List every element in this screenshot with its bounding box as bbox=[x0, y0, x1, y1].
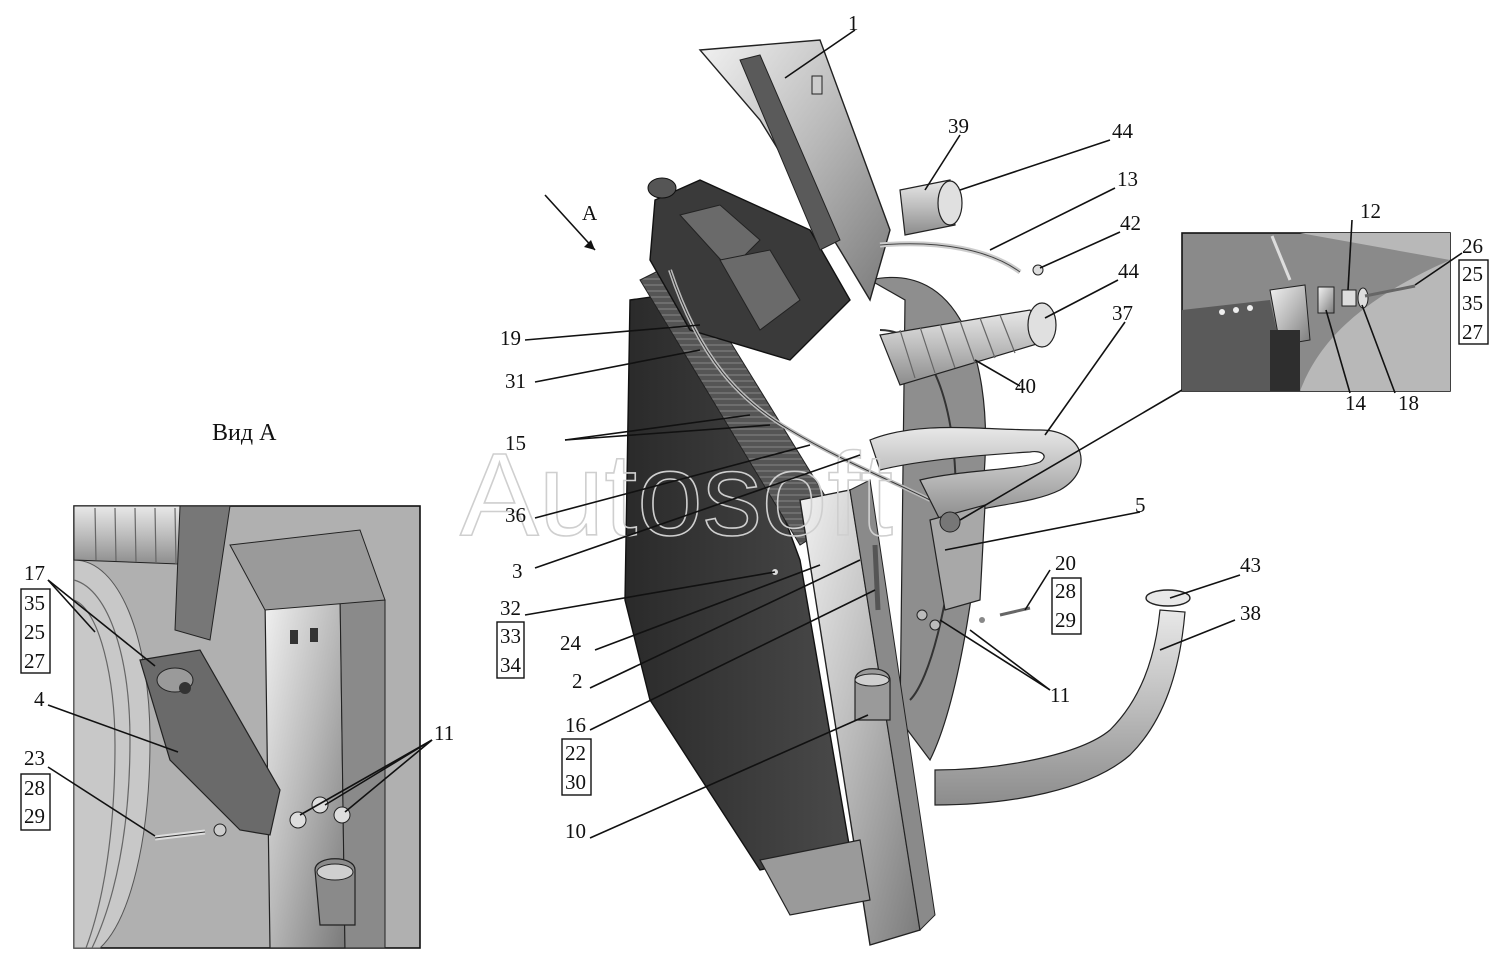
inset-callout-25: 25 bbox=[1462, 262, 1483, 286]
callout-42: 42 bbox=[1120, 211, 1141, 235]
callout-31: 31 bbox=[505, 369, 526, 393]
callout-33: 33 bbox=[500, 624, 521, 648]
view-a-callout-27: 27 bbox=[24, 649, 45, 673]
callout-11-main: 11 bbox=[1050, 683, 1070, 707]
view-a-callout-box-23 bbox=[20, 773, 51, 831]
callout-32: 32 bbox=[500, 596, 521, 620]
inset-callout-12: 12 bbox=[1360, 199, 1381, 223]
callout-38: 38 bbox=[1240, 601, 1261, 625]
watermark-text: Autosoft bbox=[460, 429, 893, 561]
callout-box-16 bbox=[561, 738, 592, 796]
callout-19: 19 bbox=[500, 326, 521, 350]
callout-box-20 bbox=[1051, 577, 1082, 635]
view-a-callout-17: 17 bbox=[24, 561, 45, 585]
callout-13: 13 bbox=[1117, 167, 1138, 191]
callout-30: 30 bbox=[565, 770, 586, 794]
view-a-callout-35: 35 bbox=[24, 591, 45, 615]
callout-box-32 bbox=[496, 621, 525, 679]
view-a-callout-28: 28 bbox=[24, 776, 45, 800]
callout-24: 24 bbox=[560, 631, 582, 655]
callout-34: 34 bbox=[500, 653, 522, 677]
callout-labels: 1 39 44 13 42 44 37 40 19 31 15 36 3 5 2… bbox=[496, 11, 1261, 843]
callout-2: 2 bbox=[572, 669, 583, 693]
view-a-callout-4: 4 bbox=[34, 687, 45, 711]
view-a-title: Вид А bbox=[212, 420, 277, 446]
inset-callout-18: 18 bbox=[1398, 391, 1419, 415]
callout-28-main: 28 bbox=[1055, 579, 1076, 603]
callout-1: 1 bbox=[848, 11, 859, 35]
view-arrow-label: А bbox=[582, 201, 598, 225]
callout-10: 10 bbox=[565, 819, 586, 843]
callout-22: 22 bbox=[565, 741, 586, 765]
view-a-arrow: А bbox=[544, 194, 598, 251]
callout-5: 5 bbox=[1135, 493, 1146, 517]
callout-44-lower: 44 bbox=[1118, 259, 1140, 283]
view-a-panel: Вид А bbox=[20, 420, 454, 949]
detail-inset: 12 26 25 35 27 14 18 bbox=[1181, 199, 1489, 415]
inset-callout-box bbox=[1458, 259, 1489, 345]
callout-37: 37 bbox=[1112, 301, 1133, 325]
view-a-callout-11: 11 bbox=[434, 721, 454, 745]
callout-40: 40 bbox=[1015, 374, 1036, 398]
leader-lines bbox=[524, 29, 1241, 839]
callout-39: 39 bbox=[948, 114, 969, 138]
callout-36: 36 bbox=[505, 503, 526, 527]
callout-3: 3 bbox=[512, 559, 523, 583]
callout-20: 20 bbox=[1055, 551, 1076, 575]
radiator-assembly bbox=[624, 39, 1191, 946]
callout-15: 15 bbox=[505, 431, 526, 455]
callout-44-upper: 44 bbox=[1112, 119, 1134, 143]
inset-callout-26: 26 bbox=[1462, 234, 1483, 258]
view-a-callout-29: 29 bbox=[24, 804, 45, 828]
view-a-callout-box-17 bbox=[20, 588, 51, 674]
view-a-callout-25: 25 bbox=[24, 620, 45, 644]
callout-29-main: 29 bbox=[1055, 608, 1076, 632]
inset-callout-14: 14 bbox=[1345, 391, 1367, 415]
callout-16: 16 bbox=[565, 713, 586, 737]
inset-callout-27: 27 bbox=[1462, 320, 1483, 344]
callout-43: 43 bbox=[1240, 553, 1261, 577]
inset-callout-35: 35 bbox=[1462, 291, 1483, 315]
view-a-callout-23: 23 bbox=[24, 746, 45, 770]
